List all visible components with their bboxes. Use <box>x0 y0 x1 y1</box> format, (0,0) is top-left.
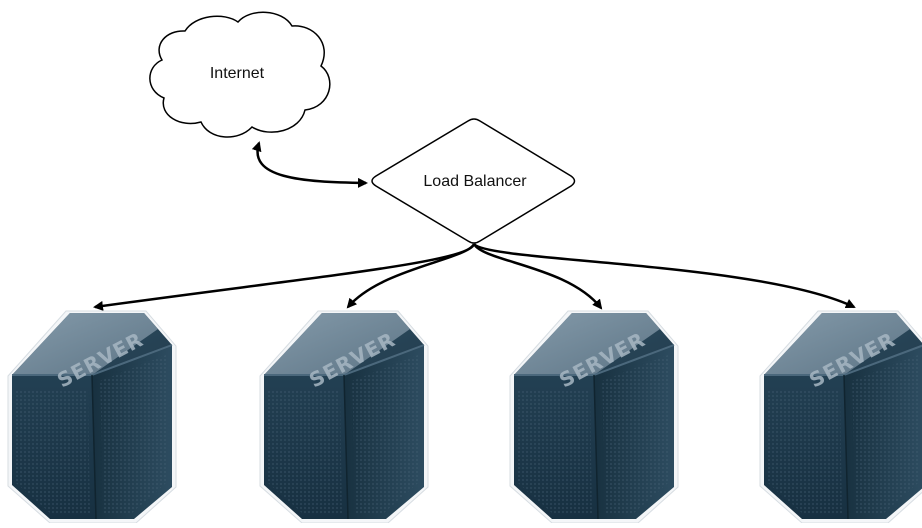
server-node: SERVER <box>509 310 679 524</box>
diamond-icon <box>371 118 576 244</box>
edge-load-balancer-server-4 <box>473 243 856 309</box>
edge-load-balancer-server-2 <box>346 243 476 309</box>
internet-label: Internet <box>210 65 265 82</box>
server-node: SERVER <box>259 310 429 524</box>
internet-node: Internet <box>149 11 331 138</box>
cloud-icon <box>149 11 331 138</box>
server-icon <box>759 310 922 524</box>
edge-load-balancer-server-3 <box>472 243 603 310</box>
edge-load-balancer-server-1 <box>93 243 476 311</box>
load-balancer-node: Load Balancer <box>371 118 576 244</box>
server-node: SERVER <box>7 310 177 524</box>
server-node: SERVER <box>759 310 922 524</box>
edge-internet-load-balancer <box>251 141 368 188</box>
load-balancer-label: Load Balancer <box>423 173 527 190</box>
edges <box>93 141 856 311</box>
server-icon <box>509 310 679 524</box>
server-icon <box>7 310 177 524</box>
server-icon <box>259 310 429 524</box>
